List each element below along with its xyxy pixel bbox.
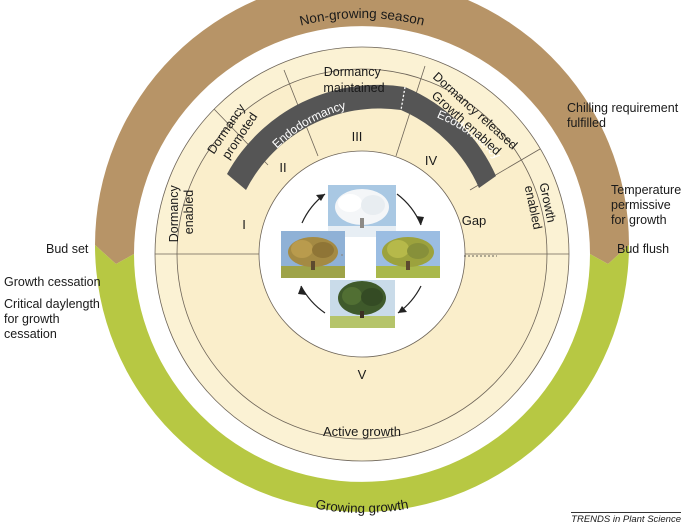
spring-tree-icon <box>376 231 440 278</box>
dormancy-maintained-label: Dormancy maintained <box>323 65 384 95</box>
gap-label: Gap <box>462 213 487 228</box>
growing-season-ring <box>95 245 629 512</box>
ecodormancy-band <box>401 87 496 188</box>
frost-tree-icon <box>328 185 396 237</box>
non-growing-season-ring <box>95 0 629 264</box>
non-growing-season-label: Non-growing season <box>298 6 426 29</box>
endodormancy-band <box>227 84 405 190</box>
phase-iv-label: IV <box>425 153 438 168</box>
arrow-heads <box>298 194 424 313</box>
phase-ii-label: II <box>279 160 286 175</box>
dormancy-enabled-label: Dormancy enabled <box>167 182 196 242</box>
bud-set-label: Bud set <box>46 242 89 256</box>
center-dot <box>341 254 343 256</box>
journal-credit: TRENDS in Plant Science <box>571 512 681 525</box>
autumn-tree-icon <box>281 231 345 278</box>
phase-iii-label: III <box>352 129 363 144</box>
phase-v-label: V <box>358 367 367 382</box>
phase-i-label: I <box>242 217 246 232</box>
summer-tree-icon <box>330 280 395 328</box>
center-circle <box>258 150 466 358</box>
active-growth-label: Active growth <box>323 424 401 439</box>
arrow-summer-to-autumn <box>300 285 326 314</box>
growing-growth-label: Growing growth <box>314 497 409 516</box>
growth-cessation-label: Growth cessation <box>4 275 101 289</box>
bud-flush-label: Bud flush <box>617 242 670 256</box>
